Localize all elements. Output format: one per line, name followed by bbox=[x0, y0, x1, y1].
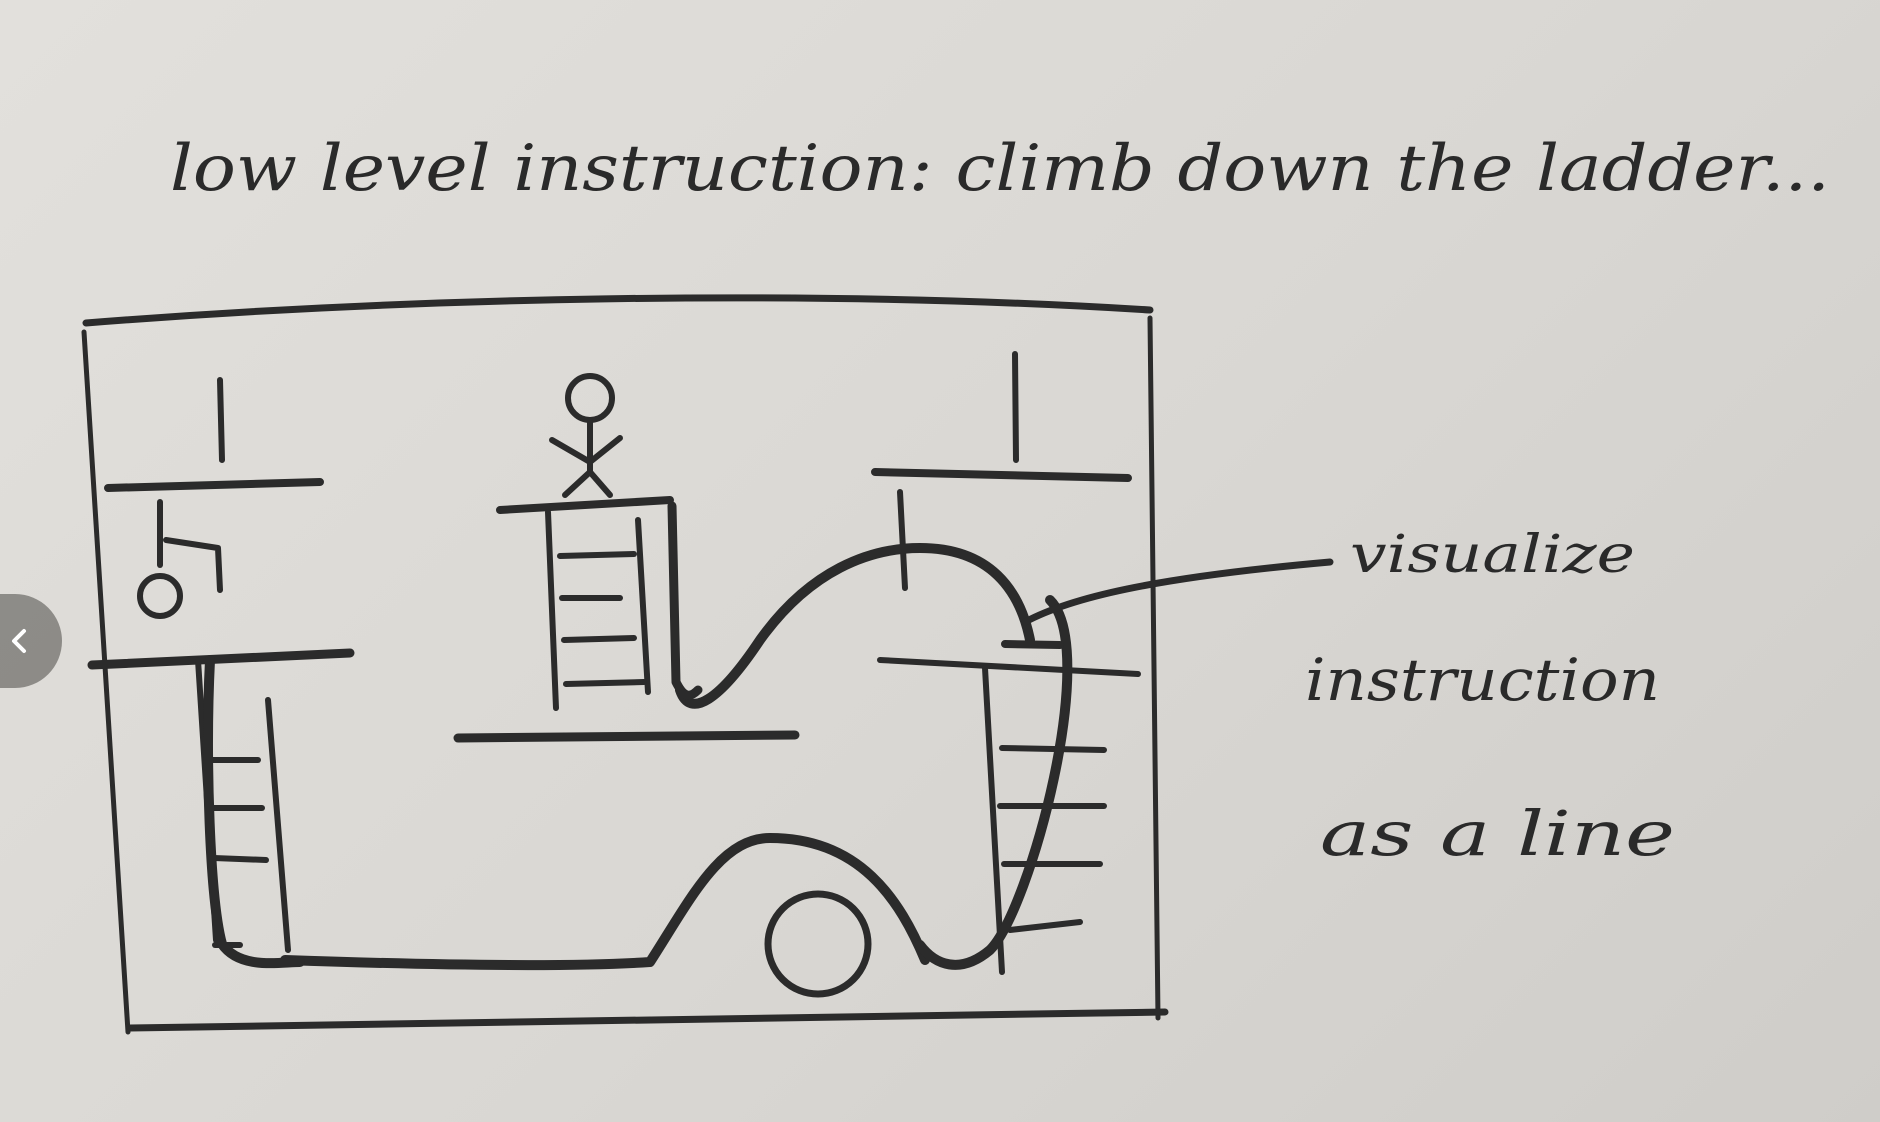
instruction-path-upper bbox=[675, 543, 1035, 709]
annotation-line-3: as a line bbox=[1320, 797, 1675, 870]
platform-ledge bbox=[104, 478, 324, 492]
center-lower-floor bbox=[453, 730, 800, 743]
frame-bottom bbox=[126, 1008, 1169, 1032]
path-arrow-tip bbox=[1001, 640, 1064, 649]
game-frame bbox=[81, 294, 1169, 1035]
stick-figure bbox=[549, 373, 623, 498]
right-ledge bbox=[871, 468, 1132, 482]
chevron-left-icon bbox=[12, 629, 26, 653]
bottom-hill bbox=[280, 833, 930, 971]
figure-head bbox=[565, 373, 615, 423]
instruction-path-lower bbox=[203, 595, 1073, 970]
left-upper-platform bbox=[104, 377, 324, 492]
frame-top bbox=[82, 294, 1154, 327]
instruction-path-drop bbox=[667, 501, 703, 700]
annotation-pointer bbox=[1021, 558, 1334, 626]
right-post bbox=[1012, 351, 1019, 463]
diagram-title: low level instruction: climb down the la… bbox=[170, 132, 1830, 206]
left-middle-floor bbox=[87, 648, 355, 670]
annotation-line-2: instruction bbox=[1305, 646, 1660, 714]
key-object bbox=[137, 499, 223, 619]
frame-right bbox=[1147, 315, 1161, 1021]
center-platform bbox=[453, 496, 800, 743]
frame-left bbox=[81, 329, 131, 1035]
hanging-rope bbox=[897, 489, 908, 591]
platform-post bbox=[217, 377, 225, 463]
center-ledge bbox=[496, 496, 674, 514]
rolling-ball bbox=[764, 890, 872, 998]
annotation-line-1: visualize bbox=[1350, 525, 1635, 585]
right-middle-floor bbox=[877, 657, 1141, 677]
right-upper-platform bbox=[871, 351, 1132, 591]
